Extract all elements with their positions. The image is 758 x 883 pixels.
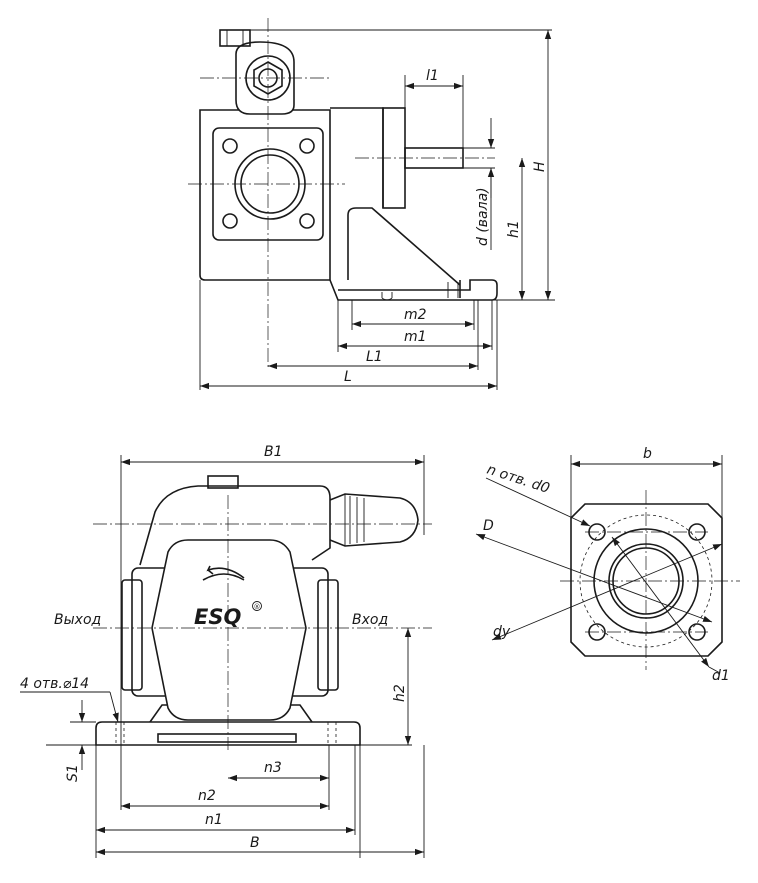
label-d1: d1 [712, 668, 730, 684]
label-D: D [483, 518, 494, 534]
label-holes-flange: n отв. d0 [485, 462, 552, 497]
rotation-arrow-icon [202, 565, 245, 581]
label-h1: h1 [506, 220, 522, 238]
label-S1: S1 [65, 764, 81, 782]
label-b: b [643, 446, 652, 462]
label-n3: n3 [264, 760, 282, 776]
label-m2: m2 [404, 307, 427, 323]
registered-icon [252, 601, 262, 611]
label-inlet: Вход [352, 612, 388, 628]
brand-logo: ESQ [194, 605, 241, 629]
label-l1: l1 [426, 68, 439, 84]
label-d-shaft: d (вала) [475, 187, 491, 246]
label-n2: n2 [198, 788, 216, 804]
label-dy: dy [493, 624, 511, 640]
label-outlet: Выход [54, 612, 101, 628]
label-n1: n1 [205, 812, 223, 828]
side-view: l1 H h1 d (вала) m2 m1 L1 L [188, 18, 555, 390]
front-view: ESQ ® B1 Выход Вход 4 отв.⌀14 [20, 444, 432, 858]
registered-mark: ® [254, 603, 261, 611]
label-m1: m1 [404, 329, 427, 345]
label-H: H [532, 161, 548, 172]
label-holes-base: 4 отв.⌀14 [20, 676, 89, 692]
label-L1: L1 [366, 349, 383, 365]
label-L: L [344, 369, 352, 385]
label-B: B [250, 835, 260, 851]
label-h2: h2 [392, 684, 408, 702]
flange-view: b n отв. d0 D dy d1 [475, 446, 740, 684]
label-B1: B1 [264, 444, 283, 460]
